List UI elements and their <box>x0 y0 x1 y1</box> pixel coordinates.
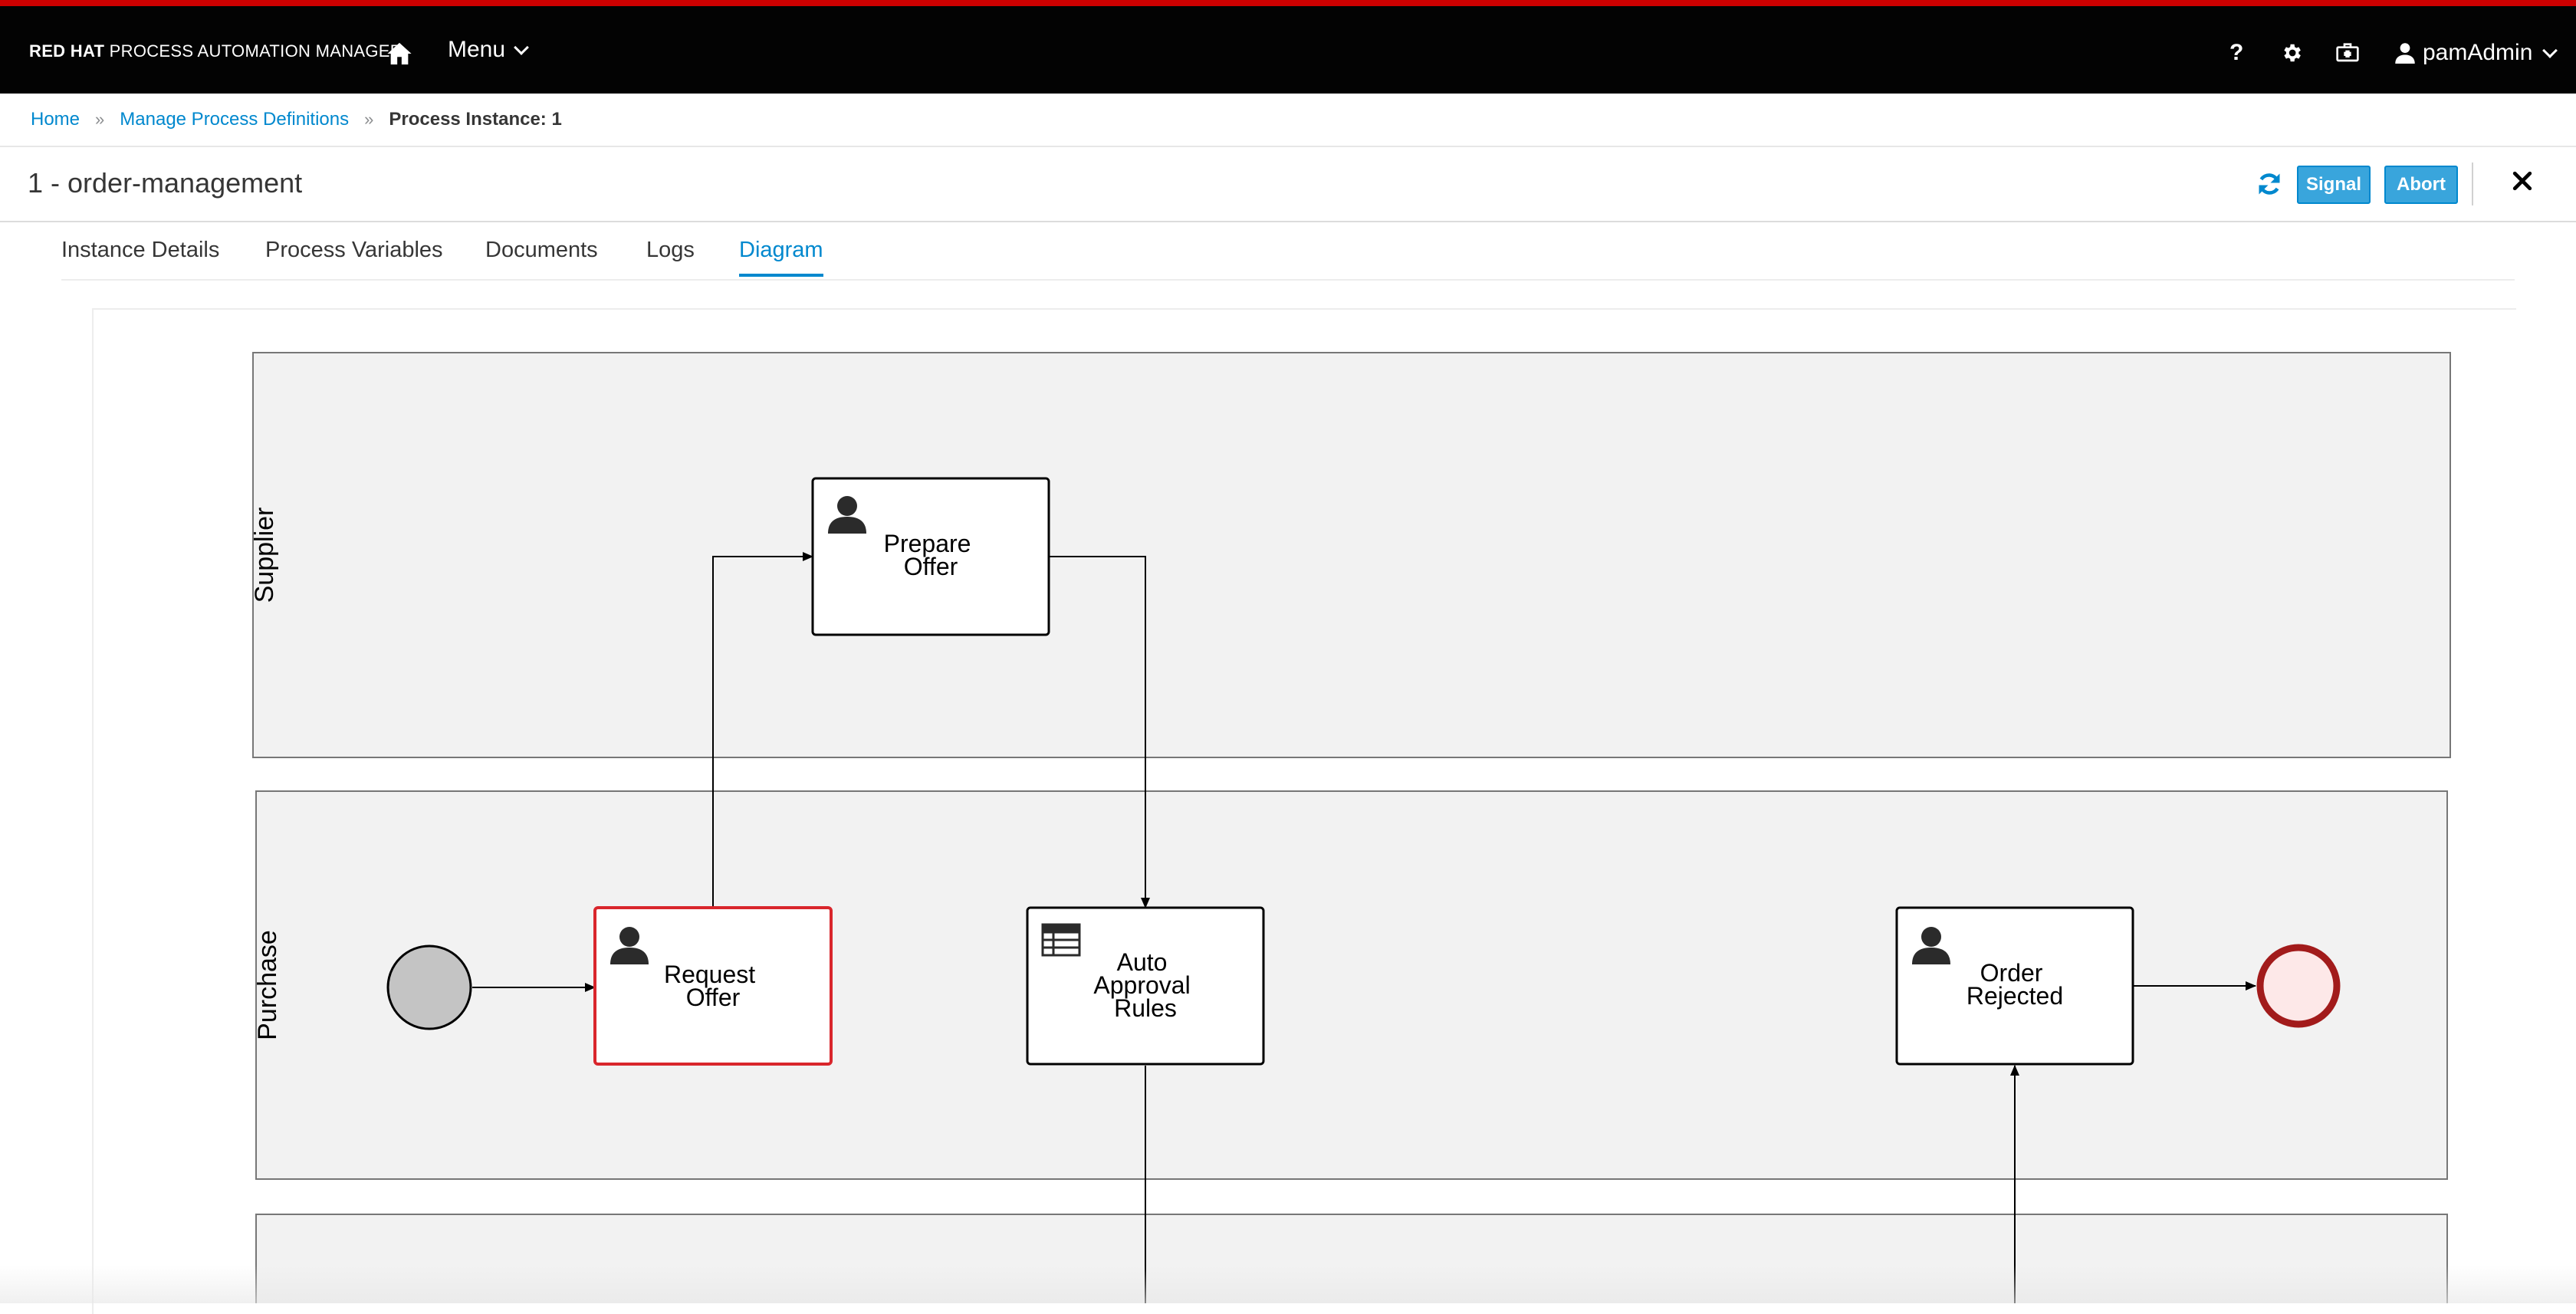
task-prepare-offer[interactable]: Prepare Offer <box>811 477 1050 636</box>
help-icon: ? <box>2229 40 2244 65</box>
cases-button[interactable] <box>2335 34 2360 72</box>
menu-label: Menu <box>448 37 506 62</box>
settings-button[interactable] <box>2280 34 2303 72</box>
breadcrumb: Home » Manage Process Definitions » Proc… <box>31 109 562 130</box>
instance-tabs: Instance Details Process Variables Docum… <box>61 222 2515 281</box>
flow-prepare-to-approval <box>1049 556 1150 908</box>
tab-instance-details[interactable]: Instance Details <box>61 238 220 262</box>
divider <box>2472 163 2473 205</box>
task-request-offer[interactable]: Request Offer <box>593 906 833 1066</box>
breadcrumb-manage-process-definitions[interactable]: Manage Process Definitions <box>120 109 350 130</box>
user-name: pamAdmin <box>2423 40 2533 65</box>
divider <box>0 221 2576 222</box>
brand-bold: RED HAT <box>29 41 105 61</box>
gear-icon <box>2284 44 2301 62</box>
breadcrumb-separator: » <box>95 110 105 129</box>
breadcrumb-home[interactable]: Home <box>31 109 80 130</box>
main-menu-dropdown[interactable]: Menu <box>448 37 529 63</box>
divider <box>0 146 2576 147</box>
breadcrumb-separator: » <box>364 110 374 129</box>
page-title: 1 - order-management <box>28 167 303 199</box>
help-button[interactable]: ? <box>2229 34 2243 72</box>
user-icon <box>2395 43 2415 64</box>
sequence-flows <box>472 552 2256 1303</box>
home-icon[interactable] <box>386 41 412 66</box>
close-icon[interactable] <box>2512 170 2533 192</box>
end-event[interactable] <box>2256 944 2341 1028</box>
user-task-icon <box>828 496 866 534</box>
svg-text:Order Rejected: Order Rejected <box>1967 959 2063 1010</box>
refresh-icon[interactable] <box>2256 170 2283 198</box>
lane-label: Purchase <box>253 930 282 1040</box>
task-label: Rules <box>1114 994 1177 1022</box>
task-label: Approval <box>1093 971 1190 999</box>
task-label: Offer <box>904 553 958 580</box>
user-task-icon <box>1912 927 1950 964</box>
brand-logo[interactable]: RED HAT PROCESS AUTOMATION MANAGER <box>29 41 402 61</box>
abort-button[interactable]: Abort <box>2384 166 2458 204</box>
lane-third[interactable] <box>255 1214 2448 1303</box>
task-label: Prepare <box>884 530 971 557</box>
start-event[interactable] <box>386 944 472 1030</box>
user-menu-dropdown[interactable]: pamAdmin <box>2395 34 2558 72</box>
svg-text:Auto Approval Rule: Auto Approval Rules <box>1093 948 1197 1022</box>
user-task-icon <box>610 927 649 964</box>
business-rule-icon <box>1041 923 1081 957</box>
briefcase-icon <box>2336 43 2359 62</box>
task-auto-approval-rules[interactable]: Auto Approval Rules <box>1026 906 1265 1066</box>
lane-supplier[interactable]: Supplier <box>250 352 2451 758</box>
tab-process-variables[interactable]: Process Variables <box>265 238 443 262</box>
task-label: Offer <box>686 984 741 1011</box>
flow-request-to-prepare <box>712 552 813 908</box>
svg-text:Prepare Offer: Prepare Offer <box>884 530 978 580</box>
tab-logs[interactable]: Logs <box>646 238 695 262</box>
lane-label: Supplier <box>250 508 279 603</box>
task-label: Rejected <box>1967 982 2063 1010</box>
task-label: Auto <box>1117 948 1168 976</box>
task-label: Order <box>1980 959 2043 987</box>
top-nav-bar: RED HAT PROCESS AUTOMATION MANAGER Menu … <box>0 0 2576 94</box>
svg-text:Request Offer: Request Offer <box>664 961 762 1011</box>
task-label: Request <box>664 961 755 988</box>
task-order-rejected[interactable]: Order Rejected <box>1895 906 2134 1066</box>
tab-diagram[interactable]: Diagram <box>739 238 823 277</box>
tab-documents[interactable]: Documents <box>485 238 598 262</box>
brand-rest: PROCESS AUTOMATION MANAGER <box>109 41 402 61</box>
breadcrumb-current: Process Instance: 1 <box>389 109 562 130</box>
signal-button[interactable]: Signal <box>2297 166 2371 204</box>
